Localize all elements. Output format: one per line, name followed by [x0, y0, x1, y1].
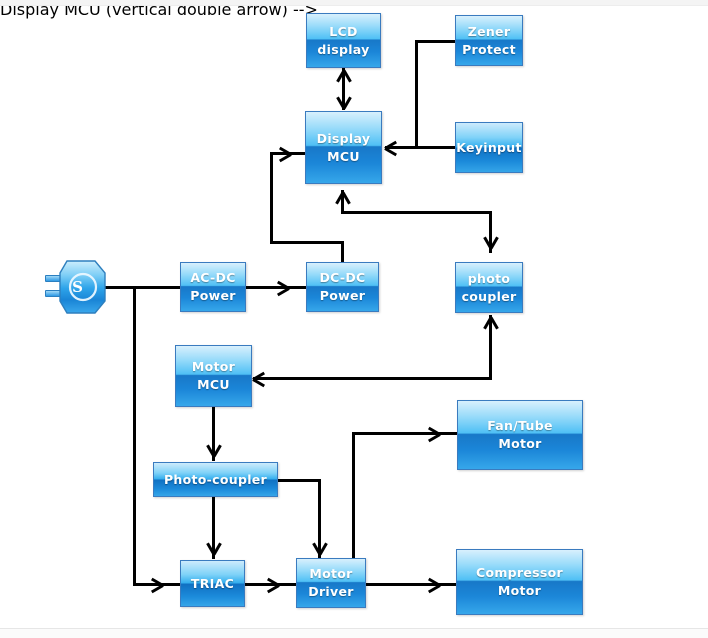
block-zener-protect-line2: Protect: [462, 41, 516, 57]
block-keyinput[interactable]: Keyinput: [455, 122, 523, 173]
connector-acdc-to-dcdc: [245, 286, 307, 289]
plug-body-icon: [59, 260, 106, 314]
block-motor-mcu-line1: Motor: [191, 359, 236, 375]
connector-zener-vertical: [415, 40, 418, 147]
block-dc-dc-power-line2: Power: [319, 288, 366, 303]
connector-mcu-to-photocoupler-down: [489, 211, 492, 253]
connector-motordriver-to-fan: [352, 432, 459, 435]
block-photo-coupler-top[interactable]: photo coupler: [455, 262, 523, 313]
page-bottom-edge: [0, 628, 708, 638]
block-motor-mcu[interactable]: Motor MCU: [175, 345, 252, 407]
connector-mains-down: [133, 286, 136, 583]
block-lcd-display-line1: LCD: [329, 23, 358, 39]
connector-lcd-mcu: [342, 68, 345, 110]
block-fan-tube-motor[interactable]: Fan/Tube Motor: [457, 400, 583, 470]
connector-keyinput-mcu: [385, 146, 457, 149]
block-fan-tube-motor-line2: Motor: [498, 436, 542, 451]
connector-mcu-bottom-riser: [341, 190, 344, 214]
block-zener-protect-line1: Zener: [467, 23, 511, 39]
power-plug-icon: S: [45, 259, 107, 315]
page-top-edge: [0, 0, 708, 6]
block-ac-dc-power[interactable]: AC-DC Power: [180, 262, 246, 312]
block-ac-dc-power-line1: AC-DC: [190, 270, 236, 286]
block-compressor-motor-line2: Motor: [497, 583, 542, 598]
connector-motordriver-up: [352, 432, 355, 560]
block-keyinput-label: Keyinput: [456, 139, 522, 155]
connector-motor-mcu-feedback: [253, 377, 492, 380]
connector-triac-to-motordriver: [245, 583, 297, 586]
block-triac[interactable]: TRIAC: [180, 560, 245, 607]
connector-dcdc-up: [341, 241, 344, 263]
block-triac-label: TRIAC: [190, 575, 235, 591]
connector-plug-to-acdc: [105, 286, 181, 289]
connector-dcdc-riser: [270, 152, 273, 244]
block-display-mcu[interactable]: Display MCU: [305, 111, 382, 184]
connector-dcdc-left: [270, 241, 344, 244]
block-compressor-motor-line1: Compressor: [475, 565, 563, 581]
block-dc-dc-power[interactable]: DC-DC Power: [306, 262, 379, 312]
block-lcd-display-line2: display: [317, 41, 370, 57]
connector-photocoupler-to-triac: [212, 497, 215, 559]
block-lcd-display[interactable]: LCD display: [306, 13, 381, 68]
block-photo-coupler-bottom[interactable]: Photo-coupler: [153, 462, 278, 497]
block-photo-coupler-top-line2: coupler: [461, 288, 517, 304]
block-motor-mcu-line2: MCU: [197, 377, 230, 392]
connector-photocoupler-to-mcu-horizontal: [341, 211, 492, 214]
connector-motor-to-photocoupler-vertical: [489, 315, 492, 378]
block-ac-dc-power-line2: Power: [190, 288, 236, 303]
block-motor-driver-line2: Driver: [308, 584, 354, 599]
block-fan-tube-motor-line1: Fan/Tube: [487, 418, 553, 434]
block-display-mcu-line2: MCU: [327, 148, 360, 164]
connector-motormcu-to-photocoupler: [212, 406, 215, 461]
connector-photocoupler-down-motordriver: [318, 479, 321, 559]
connector-photocoupler-right: [278, 479, 321, 482]
block-compressor-motor[interactable]: Compressor Motor: [456, 549, 583, 615]
block-motor-driver[interactable]: Motor Driver: [296, 558, 366, 608]
connector-mains-to-triac: [133, 583, 181, 586]
block-photo-coupler-top-line1: photo: [467, 270, 511, 286]
block-zener-protect[interactable]: Zener Protect: [455, 15, 523, 66]
block-display-mcu-line1: Display: [316, 130, 371, 146]
block-photo-coupler-bottom-label: Photo-coupler: [163, 471, 268, 487]
block-motor-driver-line1: Motor: [309, 566, 353, 582]
connector-zener-horizontal: [415, 40, 457, 43]
block-dc-dc-power-line1: DC-DC: [319, 270, 366, 286]
connector-motordriver-to-compressor: [366, 583, 459, 586]
